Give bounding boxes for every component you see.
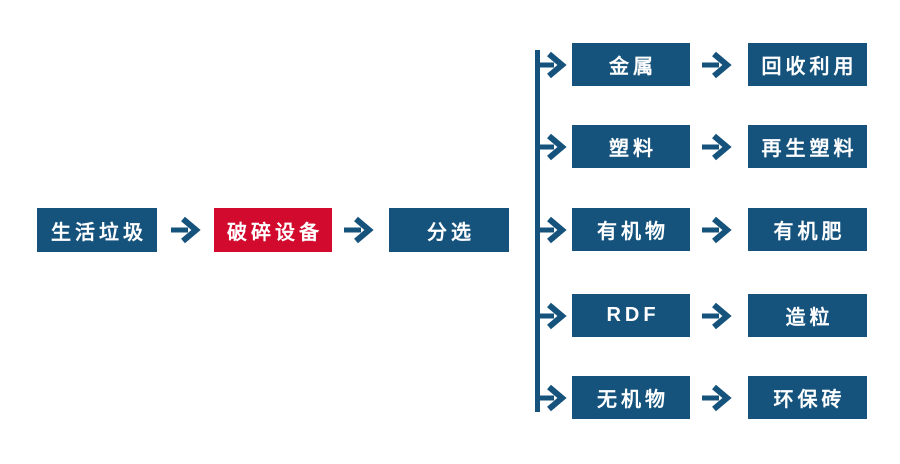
- branch-row-organic: 有机物 有机肥: [537, 208, 867, 251]
- arrow-right-icon: [537, 51, 567, 79]
- branch-row-rdf: RDF 造粒: [537, 294, 867, 337]
- arrow-right-icon: [702, 133, 732, 161]
- arrow-right-icon: [344, 216, 374, 244]
- arrow-right-icon: [537, 384, 567, 412]
- branch-row-metal: 金属 回收利用: [537, 43, 867, 86]
- node-recycled-plastic: 再生塑料: [748, 125, 867, 168]
- arrow-right-icon: [702, 216, 732, 244]
- node-plastic: 塑料: [572, 125, 690, 168]
- node-recycling: 回收利用: [748, 43, 867, 86]
- node-household-waste: 生活垃圾: [37, 208, 157, 252]
- branch-row-plastic: 塑料 再生塑料: [537, 125, 867, 168]
- node-sorting: 分选: [389, 208, 509, 252]
- arrow-right-icon: [702, 302, 732, 330]
- node-rdf: RDF: [572, 294, 690, 337]
- node-organic-fertilizer: 有机肥: [748, 208, 867, 251]
- arrow-right-icon: [171, 216, 201, 244]
- node-organic-matter: 有机物: [572, 208, 690, 251]
- node-inorganic-matter: 无机物: [572, 376, 690, 419]
- arrow-right-icon: [537, 216, 567, 244]
- branch-row-inorganic: 无机物 环保砖: [537, 376, 867, 419]
- arrow-right-icon: [537, 133, 567, 161]
- main-flow-row: 生活垃圾 破碎设备 分选: [37, 208, 509, 252]
- node-metal: 金属: [572, 43, 690, 86]
- arrow-right-icon: [702, 51, 732, 79]
- arrow-right-icon: [537, 302, 567, 330]
- node-eco-brick: 环保砖: [748, 376, 867, 419]
- node-crushing-equipment: 破碎设备: [214, 208, 332, 252]
- node-granulation: 造粒: [748, 294, 867, 337]
- arrow-right-icon: [702, 384, 732, 412]
